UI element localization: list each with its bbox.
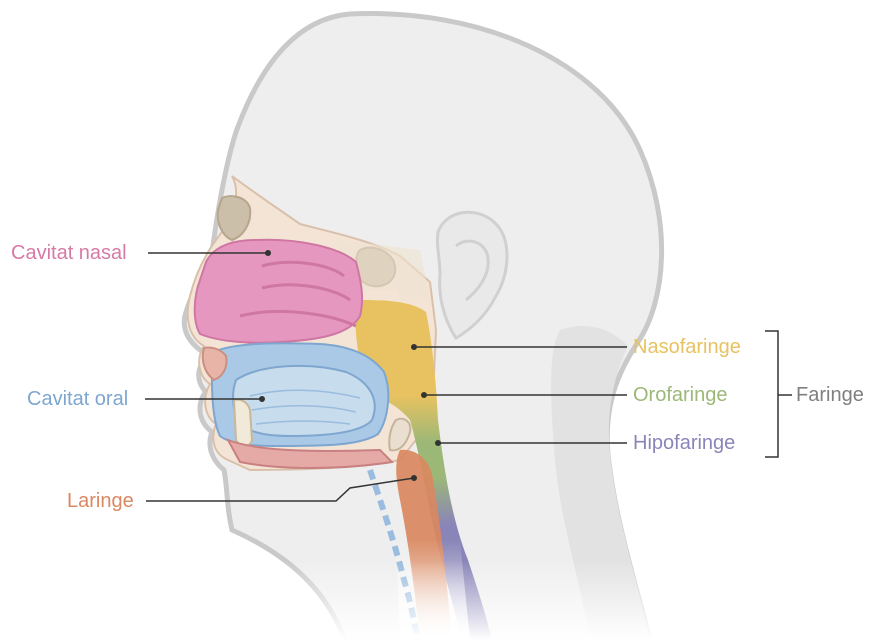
- lower-teeth: [234, 399, 252, 446]
- label-faringe: Faringe: [796, 383, 864, 407]
- label-cavitat-nasal: Cavitat nasal: [11, 241, 127, 265]
- dot-nasofaringe: [411, 344, 417, 350]
- label-nasofaringe: Nasofaringe: [633, 335, 741, 359]
- label-orofaringe: Orofaringe: [633, 383, 728, 407]
- nasal-cavity: [195, 240, 362, 343]
- label-laringe: Laringe: [67, 489, 134, 513]
- dot-cavitat-oral: [259, 396, 265, 402]
- dot-cavitat-nasal: [265, 250, 271, 256]
- bottom-fade: [200, 560, 700, 640]
- dot-laringe: [411, 475, 417, 481]
- dot-orofaringe: [421, 392, 427, 398]
- dot-hipofaringe: [435, 440, 441, 446]
- label-cavitat-oral: Cavitat oral: [27, 387, 128, 411]
- faringe-bracket: [765, 331, 778, 457]
- tongue: [233, 366, 375, 436]
- label-hipofaringe: Hipofaringe: [633, 431, 735, 455]
